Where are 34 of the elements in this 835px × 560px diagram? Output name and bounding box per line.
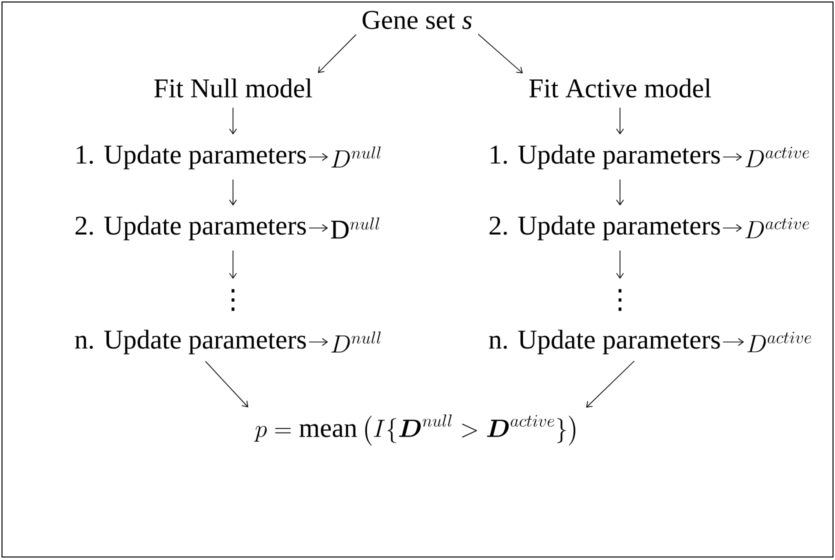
arrow (616, 107, 624, 135)
heading-text: Gene set s (362, 10, 472, 30)
result-formula: $D^{null}$ (331, 146, 381, 168)
arrow (308, 338, 328, 346)
ellipsis-dots: ⋮ (232, 289, 234, 311)
step-text: Fit Null model (154, 78, 312, 98)
result-formula: $D^{null}$ (331, 332, 381, 353)
arrow (722, 224, 742, 232)
result-formula: $D^{active}$ (745, 218, 810, 238)
step-text: n. Update parameters (75, 330, 306, 354)
arrow (616, 250, 624, 279)
result-formula: $D^{active}$ (745, 146, 810, 168)
arrow (229, 250, 237, 279)
result-formula: $\mathrm{D}^{null}$ (331, 217, 380, 239)
arrow (722, 338, 744, 346)
step-text: 1. Update parameters (76, 144, 306, 170)
step-text: 1. Update parameters (490, 144, 720, 170)
arrow (308, 224, 328, 232)
arrow (478, 34, 523, 74)
arrow (318, 34, 356, 74)
arrow (616, 179, 624, 206)
step-text: 2. Update parameters (490, 216, 720, 240)
arrow (205, 360, 248, 408)
arrow (722, 153, 742, 161)
step-text: Fit Active model (529, 78, 711, 98)
arrow (308, 153, 328, 161)
step-text: n. Update parameters (489, 330, 720, 354)
result-formula: $D^{active}$ (747, 332, 812, 352)
arrow (229, 107, 237, 135)
result-formula: $p = \mathrm{mean}\left(I\{\boldsymbol{D}^{null} > \boldsymbol{D}^{active}\}\right)$ (254, 414, 576, 446)
arrow (586, 360, 635, 408)
arrow (229, 179, 237, 206)
step-text: 2. Update parameters (76, 216, 306, 240)
ellipsis-dots: ⋮ (618, 289, 622, 311)
